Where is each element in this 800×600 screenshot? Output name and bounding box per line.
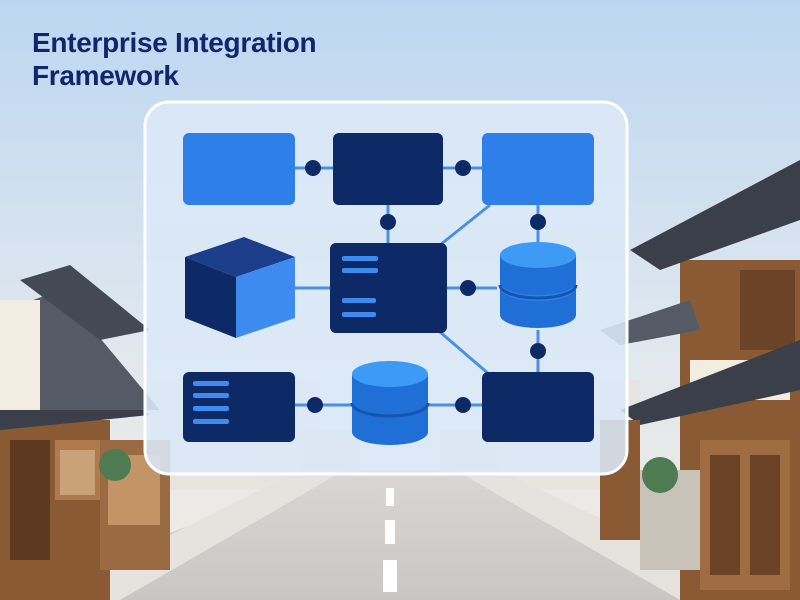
page-title: Enterprise Integration Framework xyxy=(32,27,317,91)
junction-dot xyxy=(305,160,321,176)
box-top-left xyxy=(183,133,295,205)
junction-dot xyxy=(455,397,471,413)
box-top-center xyxy=(333,133,443,205)
connectors xyxy=(295,166,540,407)
right-houses xyxy=(600,160,800,600)
left-houses xyxy=(0,265,170,600)
database-bottom-center xyxy=(350,361,430,445)
junction-dot xyxy=(530,214,546,230)
list-line xyxy=(342,298,376,303)
junction-dot xyxy=(455,160,471,176)
panel-bottom-left xyxy=(183,372,295,442)
database-mid-right xyxy=(498,242,578,328)
box-bottom-right xyxy=(482,372,594,442)
junction-dot xyxy=(460,280,476,296)
connector-top-right-mid-center xyxy=(439,203,491,247)
cube-mid-left xyxy=(185,237,295,338)
junction-dots xyxy=(305,160,546,413)
connector-mid-center-bottom-right xyxy=(439,330,491,377)
list-line xyxy=(342,256,378,261)
junction-dot xyxy=(380,214,396,230)
list-line xyxy=(193,393,229,398)
list-line xyxy=(342,312,376,317)
list-line xyxy=(193,381,229,386)
list-line xyxy=(193,406,229,411)
list-line xyxy=(193,419,229,424)
box-top-right xyxy=(482,133,594,205)
junction-dot xyxy=(530,343,546,359)
junction-dot xyxy=(307,397,323,413)
list-line xyxy=(342,268,378,273)
panel-mid-center xyxy=(330,243,447,333)
